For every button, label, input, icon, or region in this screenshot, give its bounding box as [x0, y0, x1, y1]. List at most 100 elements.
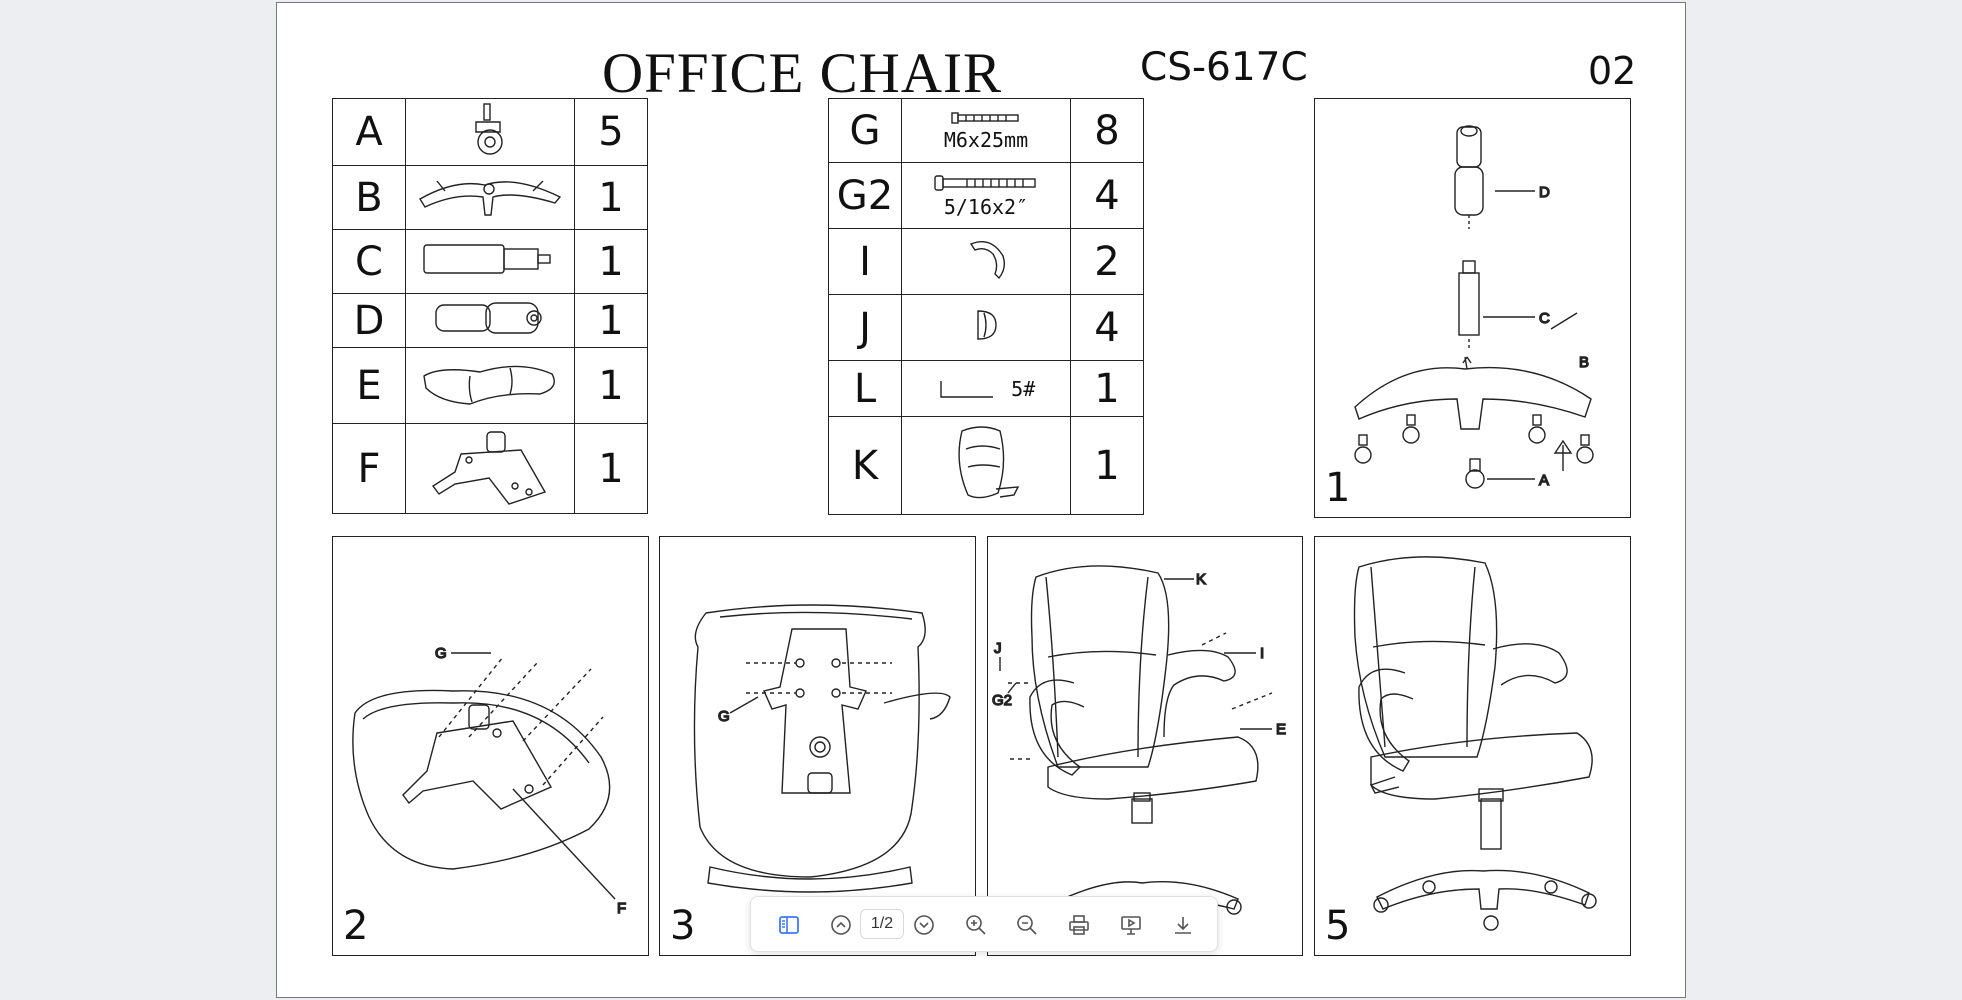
part-quantity: 2 — [1070, 228, 1144, 295]
callout-label: B — [1579, 354, 1589, 371]
part-row: E 1 — [332, 347, 648, 424]
part-letter: I — [828, 228, 902, 295]
callout-label: A — [1539, 472, 1549, 489]
cylinder-cover-icon — [405, 293, 575, 348]
part-letter: B — [332, 165, 406, 230]
long-bolt-icon: 5/16x2″ — [901, 162, 1071, 229]
part-letter: J — [828, 294, 902, 361]
part-letter: A — [332, 98, 406, 166]
part-row: D 1 — [332, 293, 648, 348]
page-indicator[interactable]: 1/2 — [860, 909, 904, 939]
callout-label: G2 — [992, 692, 1012, 709]
model-number: CS-617C — [1140, 45, 1308, 90]
part-quantity: 1 — [574, 229, 648, 294]
callout-label: F — [617, 900, 626, 917]
callout-label: I — [1260, 645, 1264, 662]
armrest-clip-icon — [901, 228, 1071, 295]
part-spec: M6x25mm — [943, 128, 1029, 152]
part-letter: C — [332, 229, 406, 294]
short-bolt-icon: M6x25mm — [901, 98, 1071, 163]
backrest-icon — [901, 416, 1071, 515]
step-4-illustration: K I J G2 E — [991, 565, 1287, 920]
document-title: OFFICE CHAIR — [602, 42, 1002, 105]
zoom-out-icon — [1017, 915, 1037, 935]
step-2-illustration: G F — [352, 644, 627, 918]
part-row: G M6x25mm 8 — [828, 98, 1144, 163]
cap-icon — [901, 294, 1071, 361]
callout-label: G — [718, 708, 730, 725]
part-spec: 5# — [1011, 376, 1036, 401]
part-letter: G — [828, 98, 902, 163]
part-quantity: 5 — [574, 98, 648, 166]
part-letter: L — [828, 360, 902, 417]
part-quantity: 1 — [1070, 416, 1144, 515]
callout-label: K — [1196, 571, 1206, 588]
part-row: K 1 — [828, 416, 1144, 515]
part-row: G2 5/16x2″ 4 — [828, 162, 1144, 229]
next-page-button[interactable] — [908, 909, 940, 941]
sidebar-toggle-button[interactable] — [773, 909, 805, 941]
part-letter: K — [828, 416, 902, 515]
part-letter: G2 — [828, 162, 902, 229]
part-letter: E — [332, 347, 406, 424]
caster-wheel-icon — [405, 98, 575, 166]
part-quantity: 1 — [574, 347, 648, 424]
part-row: J 4 — [828, 294, 1144, 361]
step-number: 3 — [670, 903, 696, 949]
part-row: B 1 — [332, 165, 648, 230]
document-page: OFFICE CHAIR CS-617C 02 A 5 B 1 C 1 D — [276, 2, 1686, 998]
zoom-out-button[interactable] — [1011, 909, 1043, 941]
presentation-icon — [1121, 916, 1141, 935]
step-5-illustration — [1353, 556, 1597, 931]
callout-label: G — [435, 645, 447, 662]
part-quantity: 1 — [574, 165, 648, 230]
part-row: C 1 — [332, 229, 648, 294]
step-4-panel: K I J G2 E — [987, 536, 1303, 956]
callout-label: C — [1539, 310, 1550, 327]
part-quantity: 1 — [574, 293, 648, 348]
sidebar-icon — [779, 916, 799, 934]
printer-icon — [1069, 915, 1089, 935]
part-row: F 1 — [332, 423, 648, 514]
part-letter: D — [332, 293, 406, 348]
step-5-panel: 5 — [1314, 536, 1631, 956]
previous-page-button[interactable] — [825, 909, 857, 941]
seat-cushion-icon — [405, 347, 575, 424]
part-letter: F — [332, 423, 406, 514]
part-row: L 5# 1 — [828, 360, 1144, 417]
zoom-in-button[interactable] — [960, 909, 992, 941]
download-button[interactable] — [1167, 909, 1199, 941]
present-button[interactable] — [1115, 909, 1147, 941]
callout-label: E — [1276, 721, 1286, 738]
step-3-illustration: G — [693, 604, 951, 893]
step-3-panel: G 3 — [659, 536, 976, 956]
chevron-down-icon — [914, 915, 934, 935]
chair-base-icon — [405, 165, 575, 230]
allen-key-icon: 5# — [901, 360, 1071, 417]
pdf-viewer-toolbar: 1/2 — [750, 896, 1218, 952]
part-quantity: 4 — [1070, 162, 1144, 229]
step-number: 1 — [1325, 465, 1351, 511]
zoom-in-icon — [966, 915, 986, 935]
part-quantity: 1 — [574, 423, 648, 514]
gas-cylinder-icon — [405, 229, 575, 294]
parts-table-right: G M6x25mm 8 G2 5/16x2″ 4 I 2 J — [828, 98, 1144, 515]
page-number: 02 — [1588, 49, 1637, 93]
step-2-panel: G F 2 — [332, 536, 649, 956]
callout-label: D — [1539, 184, 1550, 201]
step-number: 2 — [343, 903, 369, 949]
part-quantity: 1 — [1070, 360, 1144, 417]
tilt-mechanism-icon — [405, 423, 575, 514]
part-spec: 5/16x2″ — [943, 195, 1029, 219]
step-1-illustration: D C B A — [1354, 125, 1594, 490]
step-number: 5 — [1325, 903, 1351, 949]
part-quantity: 8 — [1070, 98, 1144, 163]
download-icon — [1175, 917, 1191, 934]
part-quantity: 4 — [1070, 294, 1144, 361]
print-button[interactable] — [1063, 909, 1095, 941]
callout-label: J — [994, 640, 1002, 657]
chevron-up-icon — [831, 915, 851, 935]
step-1-panel: D C B A 1 — [1314, 98, 1631, 518]
parts-table-left: A 5 B 1 C 1 D 1 E — [332, 98, 648, 514]
part-row: I 2 — [828, 228, 1144, 295]
